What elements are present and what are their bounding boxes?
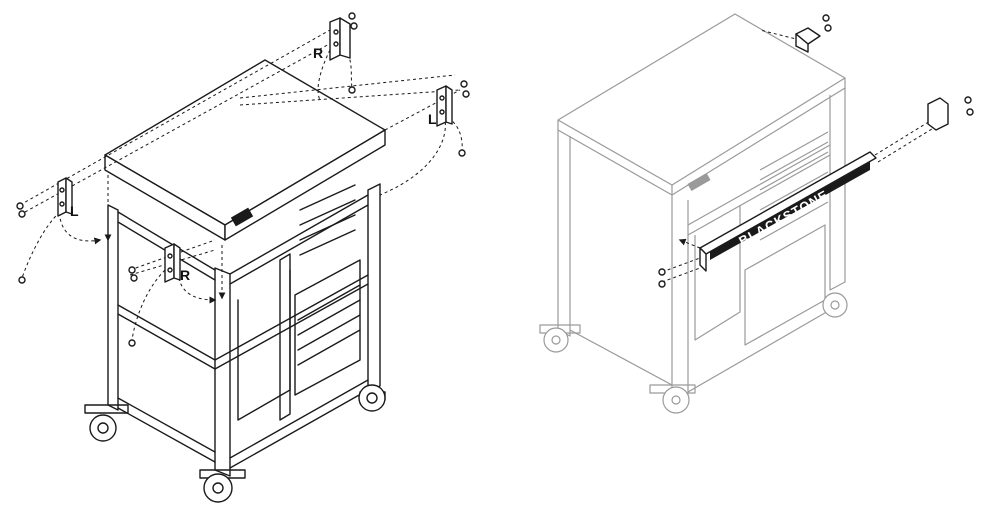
caster-ghost-left [539, 324, 581, 353]
caster-back-right [358, 384, 386, 412]
step2-bracket-top [795, 27, 821, 53]
step2-bracket-right [927, 97, 949, 131]
step2-panel: BLACKSTONE [539, 13, 974, 414]
label-r-top: R [313, 45, 323, 61]
caster-front-left [199, 469, 246, 503]
vent-slot [230, 207, 254, 227]
bracket-top-right [329, 17, 351, 61]
label-l-left: L [70, 203, 79, 219]
bracket-front [164, 243, 181, 283]
handle-bar: BLACKSTONE [699, 151, 877, 272]
caster-back-left [84, 404, 129, 442]
step2-alignment-lines [661, 29, 941, 283]
label-r-front: R [180, 267, 190, 283]
cart-ghost [557, 13, 846, 399]
screws [16, 12, 470, 347]
step2-screws [658, 14, 974, 288]
label-l-right: L [428, 111, 437, 127]
bracket-left [57, 177, 73, 217]
shelf-top-panel [104, 59, 386, 241]
bracket-far-right [436, 85, 453, 127]
caster-ghost-right [822, 292, 848, 318]
cart-frame [107, 183, 381, 477]
caster-ghost-front [649, 384, 696, 414]
step1-panel: R L L R [16, 12, 470, 503]
